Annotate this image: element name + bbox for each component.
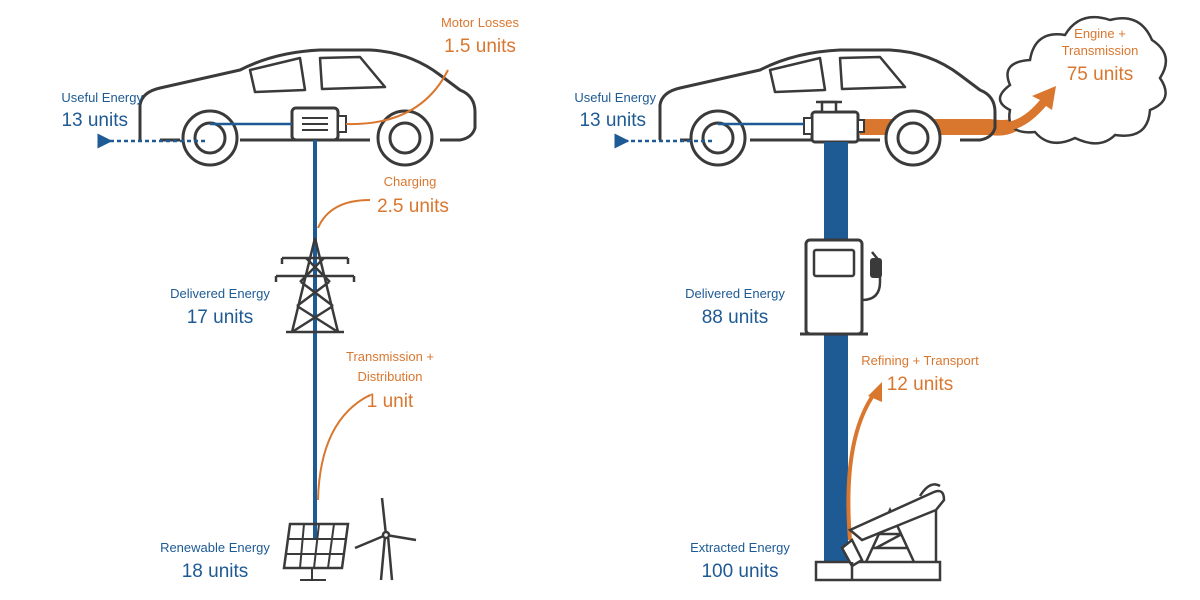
renewable-energy-label: Renewable Energy: [160, 540, 270, 555]
engine-loss-arrow-inner: [1000, 86, 1056, 131]
transmission-label-line1: Transmission +: [345, 349, 435, 364]
refining-loss-arrowhead: [868, 382, 882, 402]
engine-loss-value: 75 units: [1066, 64, 1134, 85]
charging-curve: [317, 199, 371, 229]
combustion-engine-icon: [803, 100, 865, 144]
ev-delivered-energy-label: Delivered Energy: [170, 286, 270, 301]
refining-value: 12 units: [886, 374, 954, 395]
gas-panel: [614, 15, 1168, 582]
transmission-tower-icon: [274, 237, 356, 334]
refining-label: Refining + Transport: [861, 353, 979, 368]
ev-useful-energy-value: 13 units: [61, 110, 128, 131]
oil-pump-jack-icon: [814, 483, 946, 582]
extracted-energy-value: 100 units: [701, 561, 779, 582]
ev-panel: [97, 48, 477, 581]
gas-useful-energy-value: 13 units: [579, 110, 646, 131]
transmission-label-line2: Distribution: [357, 369, 423, 384]
gas-delivered-energy-value: 88 units: [701, 307, 769, 328]
transmission-value: 1 unit: [366, 391, 414, 412]
gas-energy-flow-bar: [824, 142, 848, 562]
transmission-curve: [317, 394, 371, 501]
engine-loss-label-line1: Engine +: [1074, 26, 1126, 41]
motor-losses-label: Motor Losses: [440, 15, 520, 30]
charging-value: 2.5 units: [377, 196, 449, 217]
solar-panel-icon: [282, 522, 350, 581]
gas-useful-energy-label: Useful Energy: [574, 90, 656, 105]
exhaust-cloud-icon: [998, 15, 1168, 145]
gas-delivered-energy-label: Delivered Energy: [685, 286, 785, 301]
charging-label: Charging: [383, 174, 437, 189]
ev-useful-energy-label: Useful Energy: [61, 90, 143, 105]
electric-motor-icon: [290, 106, 347, 142]
fuel-pump-icon: [800, 238, 882, 336]
extracted-energy-label: Extracted Energy: [690, 540, 790, 555]
renewable-energy-value: 18 units: [181, 561, 249, 582]
ev-car-icon: [138, 48, 477, 167]
refining-loss-curve: [846, 392, 876, 541]
ev-delivered-energy-value: 17 units: [186, 307, 254, 328]
motor-losses-curve: [345, 69, 449, 126]
motor-losses-value: 1.5 units: [444, 36, 516, 57]
engine-loss-label-line2: Transmission: [1061, 43, 1139, 58]
wind-turbine-icon: [354, 497, 417, 581]
